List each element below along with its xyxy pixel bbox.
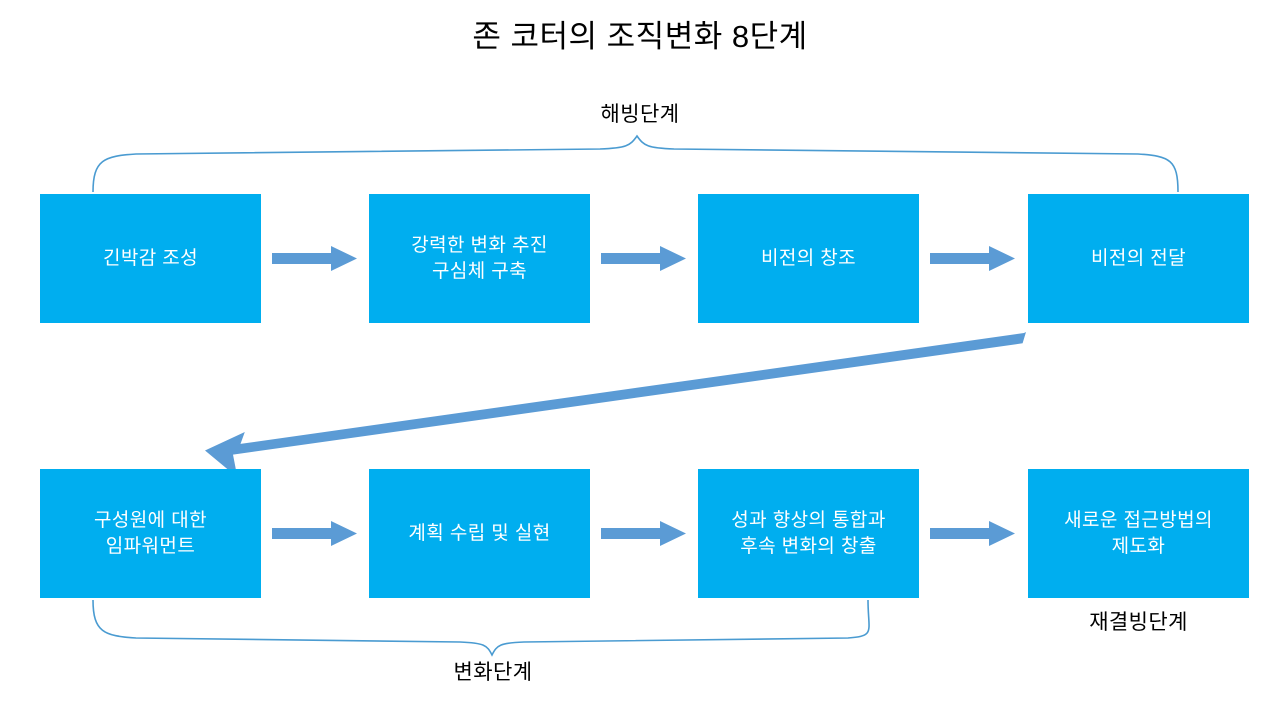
arrow-wrap-step4-step5 xyxy=(205,332,1026,478)
step-box-2[interactable]: 강력한 변화 추진 구심체 구축 xyxy=(369,194,590,323)
step-box-1[interactable]: 긴박감 조성 xyxy=(40,194,261,323)
arrow-step7-step8 xyxy=(930,521,1015,546)
arrow-step5-step6 xyxy=(272,521,357,546)
arrow-step3-step4 xyxy=(930,246,1015,271)
step-box-3[interactable]: 비전의 창조 xyxy=(698,194,919,323)
arrow-step2-step3 xyxy=(601,246,686,271)
arrow-step6-step7 xyxy=(601,521,686,546)
step-box-3-label: 비전의 창조 xyxy=(760,247,857,269)
step-box-1-label: 긴박감 조성 xyxy=(102,247,199,269)
brace-changing xyxy=(92,599,870,657)
step-box-5-label: 구성원에 대한 임파워먼트 xyxy=(94,509,207,557)
step-box-8-label: 새로운 접근방법의 제도화 xyxy=(1064,509,1213,557)
step-box-2-label: 강력한 변화 추진 구심체 구축 xyxy=(411,234,548,282)
stage-label-changing: 변화단계 xyxy=(453,661,533,684)
step-box-7-label: 성과 향상의 통합과 후속 변화의 창출 xyxy=(731,509,886,557)
step-box-6-label: 계획 수립 및 실현 xyxy=(408,522,551,544)
step-box-4[interactable]: 비전의 전달 xyxy=(1028,194,1249,323)
stage-label-unfreezing: 해빙단계 xyxy=(600,103,680,126)
step-box-6[interactable]: 계획 수립 및 실현 xyxy=(369,469,590,598)
step-box-8[interactable]: 새로운 접근방법의 제도화 xyxy=(1028,469,1249,598)
stage-label-refreezing: 재결빙단계 xyxy=(1089,611,1188,634)
brace-unfreezing xyxy=(92,134,1179,193)
step-box-4-label: 비전의 전달 xyxy=(1090,247,1187,269)
step-box-7[interactable]: 성과 향상의 통합과 후속 변화의 창출 xyxy=(698,469,919,598)
page-title: 존 코터의 조직변화 8단계 xyxy=(472,19,808,54)
step-box-5[interactable]: 구성원에 대한 임파워먼트 xyxy=(40,469,261,598)
arrow-step1-step2 xyxy=(272,246,357,271)
